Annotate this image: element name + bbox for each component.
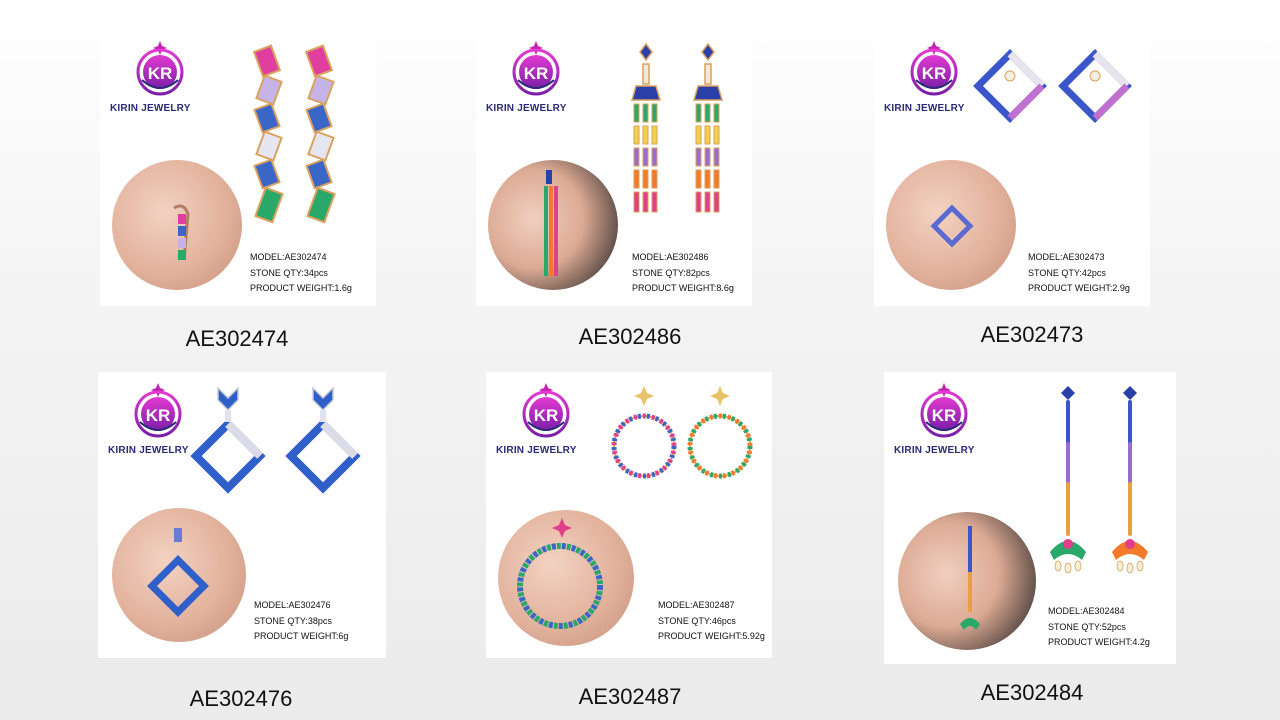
product-specs: MODEL:AE302486 STONE QTY:82pcs PRODUCT W… — [632, 250, 734, 297]
brand-logo: KIRIN JEWELRY — [894, 382, 994, 456]
product-card-ae302484: KIRIN JEWELRY MODEL:AE302484 STONE QT — [884, 372, 1176, 664]
brand-logo: KIRIN JEWELRY — [486, 40, 586, 114]
model-number: MODEL:AE302476 — [254, 600, 331, 610]
product-card-ae302487: KIRIN JEWELRY MODEL:AE302487 STONE QTY:4… — [486, 372, 772, 658]
model-ear-photo — [886, 160, 1016, 290]
stone-quantity: STONE QTY:42pcs — [1028, 267, 1106, 278]
brand-logo: KIRIN JEWELRY — [108, 382, 208, 456]
product-caption: AE302474 — [185, 326, 289, 351]
brand-name: KIRIN JEWELRY — [884, 103, 965, 114]
product-specs: MODEL:AE302474 STONE QTY:34pcs PRODUCT W… — [250, 250, 352, 297]
earring-product-image — [611, 386, 753, 479]
brand-name: KIRIN JEWELRY — [894, 445, 975, 456]
earring-product-image — [973, 49, 1132, 123]
product-weight: PRODUCT WEIGHT:6g — [254, 631, 349, 641]
brand-logo: KIRIN JEWELRY — [496, 382, 596, 456]
brand-name: KIRIN JEWELRY — [496, 445, 577, 456]
brand-logo: KIRIN JEWELRY — [110, 40, 210, 114]
product-specs: MODEL:AE302487 STONE QTY:46pcs PRODUCT W… — [658, 598, 765, 645]
stone-quantity: STONE QTY:52pcs — [1048, 621, 1126, 632]
stone-quantity: STONE QTY:46pcs — [658, 615, 736, 626]
product-caption: AE302487 — [578, 684, 682, 709]
brand-name: KIRIN JEWELRY — [486, 103, 567, 114]
kirin-logo-icon — [518, 382, 574, 438]
model-number: MODEL:AE302473 — [1028, 252, 1105, 262]
kirin-logo-icon — [508, 40, 564, 96]
kirin-logo-icon — [906, 40, 962, 96]
model-ear-photo — [112, 160, 242, 290]
model-ear-photo — [488, 160, 618, 290]
brand-logo: KIRIN JEWELRY — [884, 40, 984, 114]
product-card-ae302473: KIRIN JEWELRY MODEL:AE302473 STONE QTY:4… — [874, 30, 1150, 306]
kirin-logo-icon — [132, 40, 188, 96]
stone-quantity: STONE QTY:82pcs — [632, 267, 710, 278]
product-caption: AE302473 — [980, 322, 1084, 347]
earring-product-image — [190, 386, 361, 494]
stone-quantity: STONE QTY:38pcs — [254, 615, 332, 626]
product-specs: MODEL:AE302473 STONE QTY:42pcs PRODUCT W… — [1028, 250, 1130, 297]
product-weight: PRODUCT WEIGHT:4.2g — [1048, 637, 1150, 647]
stone-quantity: STONE QTY:34pcs — [250, 267, 328, 278]
product-card-ae302476: KIRIN JEWELRY MODEL:AE302476 STONE QTY:3… — [98, 372, 386, 658]
product-caption: AE302486 — [578, 324, 682, 349]
model-ear-photo — [112, 508, 246, 642]
product-card-ae302474: KIRIN JEWELRY MODEL:AE302474 STONE — [100, 30, 376, 306]
product-weight: PRODUCT WEIGHT:1.6g — [250, 283, 352, 293]
earring-product-image — [631, 42, 723, 213]
product-weight: PRODUCT WEIGHT:2.9g — [1028, 283, 1130, 293]
product-card-ae302486: KIRIN JEWELRY — [476, 30, 752, 306]
brand-name: KIRIN JEWELRY — [110, 103, 191, 114]
product-weight: PRODUCT WEIGHT:8.6g — [632, 283, 734, 293]
brand-name: KIRIN JEWELRY — [108, 445, 189, 456]
model-number: MODEL:AE302486 — [632, 252, 709, 262]
earring-product-image — [252, 44, 336, 224]
model-ear-photo — [898, 512, 1036, 650]
model-number: MODEL:AE302487 — [658, 600, 735, 610]
product-specs: MODEL:AE302476 STONE QTY:38pcs PRODUCT W… — [254, 598, 348, 645]
model-ear-photo — [498, 510, 634, 646]
kirin-logo-icon — [130, 382, 186, 438]
product-specs: MODEL:AE302484 STONE QTY:52pcs PRODUCT W… — [1048, 604, 1150, 651]
product-caption: AE302476 — [189, 686, 293, 711]
earring-product-image — [1050, 386, 1148, 574]
product-caption: AE302484 — [980, 680, 1084, 705]
model-number: MODEL:AE302474 — [250, 252, 327, 262]
model-number: MODEL:AE302484 — [1048, 606, 1125, 616]
kirin-logo-icon — [916, 382, 972, 438]
product-weight: PRODUCT WEIGHT:5.92g — [658, 631, 765, 641]
